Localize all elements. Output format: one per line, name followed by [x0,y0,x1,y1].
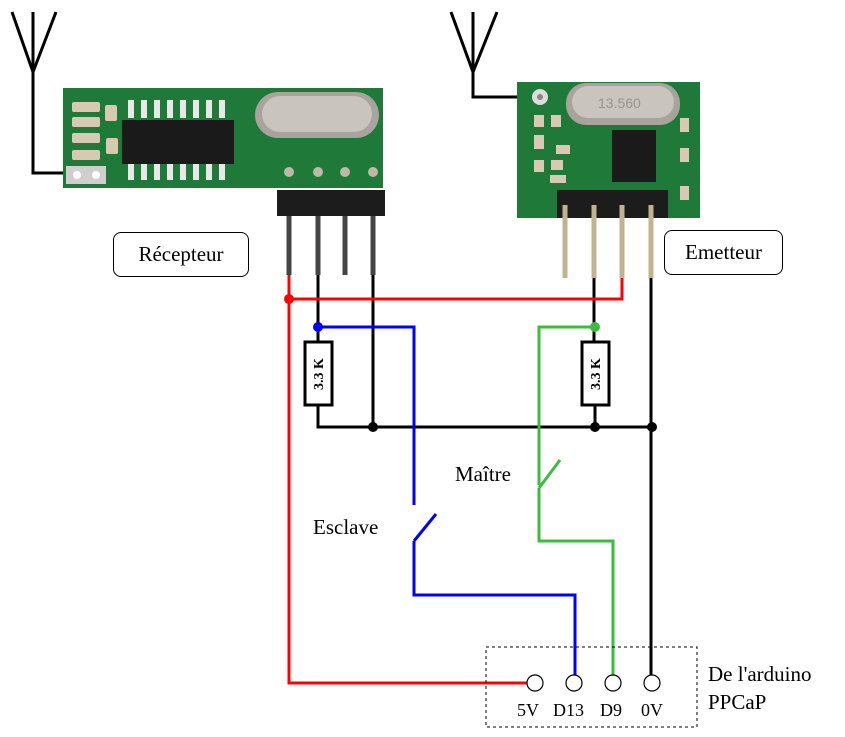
pin-label-d9: D9 [600,700,622,720]
arduino-connector-box [485,646,698,728]
arduino-title-line2: PPCaP [708,690,767,714]
ground-junctions [368,422,657,432]
pin-5v [526,674,544,692]
receiver-antenna [10,11,75,175]
emitter-chip [612,130,656,182]
svg-text:3.3 K: 3.3 K [589,358,604,390]
pin-d9 [604,674,622,692]
arduino-title-line1: De l'arduino [708,662,812,686]
d13-junction [313,322,323,332]
pin-label-0v: 0V [641,700,663,720]
emitter-antenna [449,11,537,99]
pin-d13 [565,674,583,692]
emitter-label: Emetteur [664,230,783,275]
crystal-marking: 13.560 [598,95,641,111]
slave-switch-label: Esclave [313,515,379,539]
power-5v-wire [287,275,624,685]
pin-label-d13: D13 [553,700,584,720]
svg-text:3.3 K: 3.3 K [312,358,327,390]
resistor-right: 3.3 K [580,340,611,407]
pin-label-5v: 5V [517,700,539,720]
receiver-header [277,190,385,216]
master-switch-label: Maître [455,462,511,486]
receiver-chip [122,120,234,164]
d13-wire [318,325,577,675]
receiver-label: Récepteur [113,232,249,277]
pin-0v [643,674,661,692]
resistor-left: 3.3 K [303,340,334,407]
d9-wire [537,325,615,675]
receiver-module [63,88,385,275]
d9-junction [590,322,600,332]
power-junction [284,294,294,304]
emitter-module: 13.560 [517,82,700,278]
